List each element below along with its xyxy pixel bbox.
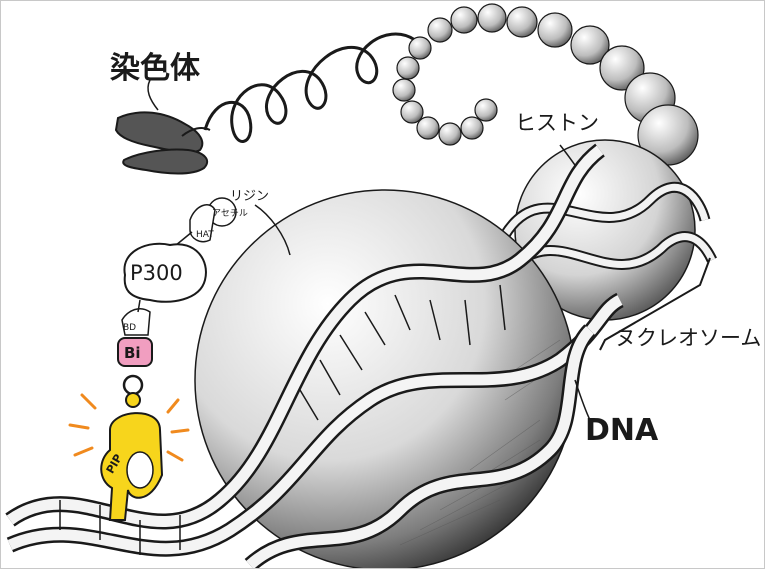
chromosome-label: 染色体 [110, 51, 201, 86]
chain-link [124, 376, 142, 394]
p300-label: P300 [130, 261, 183, 285]
histone-label: ヒストン [515, 111, 599, 135]
hat-label: HAT [196, 230, 214, 240]
nucleosome-label: ヌクレオソーム [615, 326, 761, 350]
acetyl-label: アセチル [212, 208, 248, 219]
bi-label: Bi [124, 344, 141, 362]
bd-label: BD [123, 323, 136, 333]
nucleosome-bead-chain [393, 4, 698, 165]
dna-label: DNA [585, 413, 659, 448]
chromatin-coil [205, 34, 415, 141]
chromosome-icon [116, 112, 210, 173]
lysine-label: リジン [230, 189, 269, 204]
